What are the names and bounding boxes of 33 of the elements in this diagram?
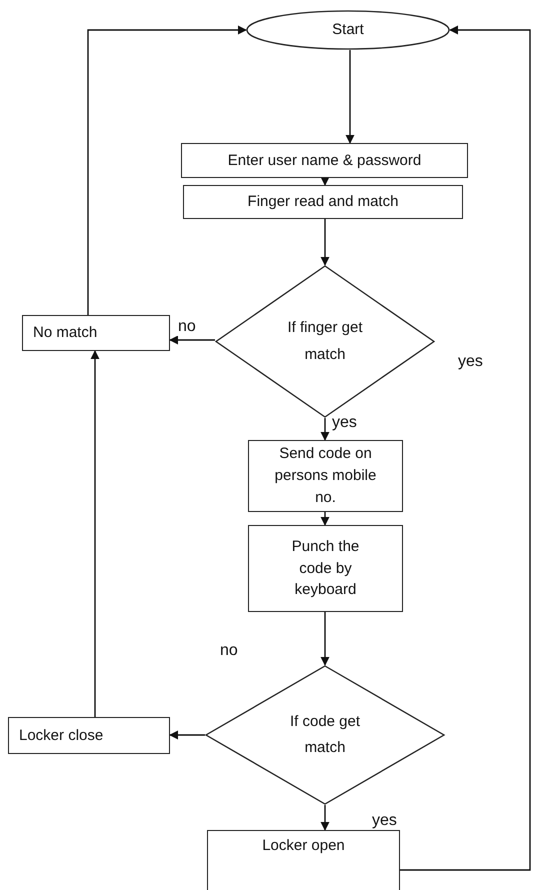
decision-diamond	[205, 665, 445, 805]
arrow	[320, 512, 330, 526]
node-label: Locker open	[262, 836, 345, 856]
node-label: Punch the code by keyboard	[290, 536, 360, 600]
arrow	[320, 805, 330, 831]
start-ellipse	[246, 10, 450, 50]
arrow	[320, 176, 330, 186]
arrow	[169, 336, 215, 344]
node-label: Finger read and match	[248, 192, 398, 212]
process-box	[207, 830, 400, 890]
process-box	[22, 315, 170, 351]
arrow	[320, 219, 330, 266]
edge-label: yes	[330, 414, 359, 432]
node-label: Send code on persons mobile no.	[274, 444, 378, 508]
arrow	[346, 50, 354, 144]
process-box	[8, 717, 170, 754]
process-box	[183, 185, 463, 219]
arrow	[320, 418, 330, 441]
node-label: No match	[33, 323, 98, 344]
node-label: If code get match	[288, 712, 362, 758]
node-label: Locker close	[19, 726, 104, 746]
node-label: If finger get match	[286, 318, 364, 364]
arrow	[87, 26, 247, 315]
process-box	[181, 143, 468, 178]
arrow	[169, 730, 205, 740]
node-label: Start	[332, 20, 364, 40]
arrow	[400, 26, 531, 871]
arrow	[90, 350, 100, 717]
process-box	[248, 525, 403, 612]
arrow	[320, 612, 330, 666]
process-box	[248, 440, 403, 512]
node-label: Enter user name & password	[228, 150, 422, 171]
decision-diamond	[215, 265, 435, 418]
